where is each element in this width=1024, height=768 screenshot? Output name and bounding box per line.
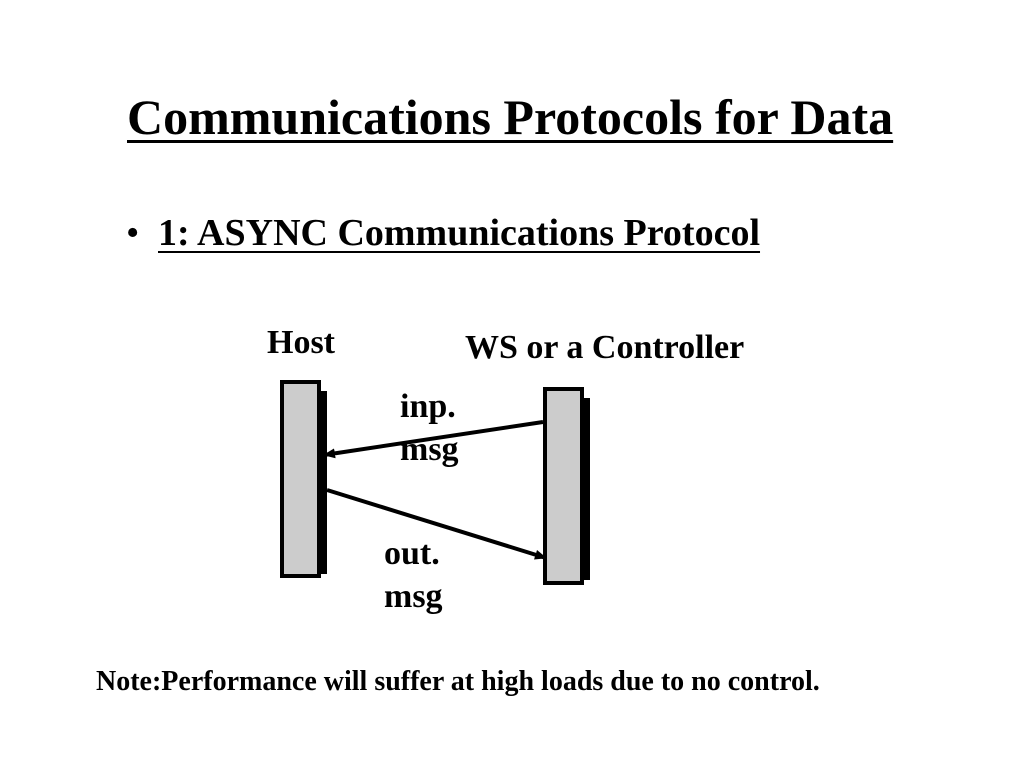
performance-note: Note:Performance will suffer at high loa…: [96, 666, 820, 697]
output-message-label: out. msg: [384, 533, 443, 618]
output-message-line2: msg: [384, 577, 443, 615]
host-label: Host: [267, 324, 335, 361]
input-message-line1: inp.: [400, 388, 456, 425]
input-message-line2: msg: [400, 430, 459, 468]
ws-bar-body: [543, 387, 584, 585]
output-message-line1: out.: [384, 535, 440, 572]
input-message-label: inp. msg: [400, 386, 459, 471]
ws-bar: [543, 387, 590, 585]
input-message-arrow: [323, 420, 544, 459]
bullet-text: 1: ASYNC Communications Protocol: [158, 212, 761, 254]
host-bar: [280, 380, 327, 578]
ws-controller-label: WS or a Controller: [465, 329, 745, 366]
bullet-item: • 1: ASYNC Communications Protocol: [126, 214, 760, 252]
slide-title: Communications Protocols for Data: [127, 89, 894, 145]
output-message-arrow: [326, 488, 547, 560]
host-bar-body: [280, 380, 321, 578]
bullet-marker: •: [126, 212, 140, 254]
